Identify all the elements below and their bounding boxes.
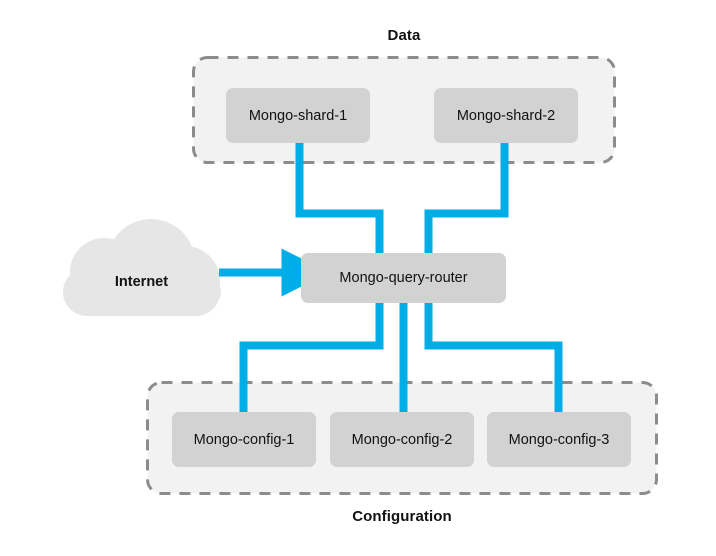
- internet-cloud-label: Internet: [114, 274, 169, 290]
- node-mongo-shard-2[interactable]: Mongo-shard-2: [434, 88, 578, 143]
- link-shard2-to-router: [424, 143, 509, 255]
- configuration-group-label: Configuration: [352, 508, 452, 525]
- internet-cloud-shape: [63, 219, 221, 316]
- node-mongo-shard-1[interactable]: Mongo-shard-1: [226, 88, 370, 143]
- data-group-label: Data: [387, 27, 421, 44]
- node-mongo-config-3[interactable]: Mongo-config-3: [487, 412, 631, 467]
- node-mongo-config-1[interactable]: Mongo-config-1: [172, 412, 316, 467]
- link-router-to-config1: [239, 301, 384, 424]
- node-mongo-config-2[interactable]: Mongo-config-2: [330, 412, 474, 467]
- link-router-to-config3: [424, 301, 563, 424]
- node-mongo-query-router[interactable]: Mongo-query-router: [301, 253, 506, 303]
- link-shard1-to-router: [295, 143, 384, 255]
